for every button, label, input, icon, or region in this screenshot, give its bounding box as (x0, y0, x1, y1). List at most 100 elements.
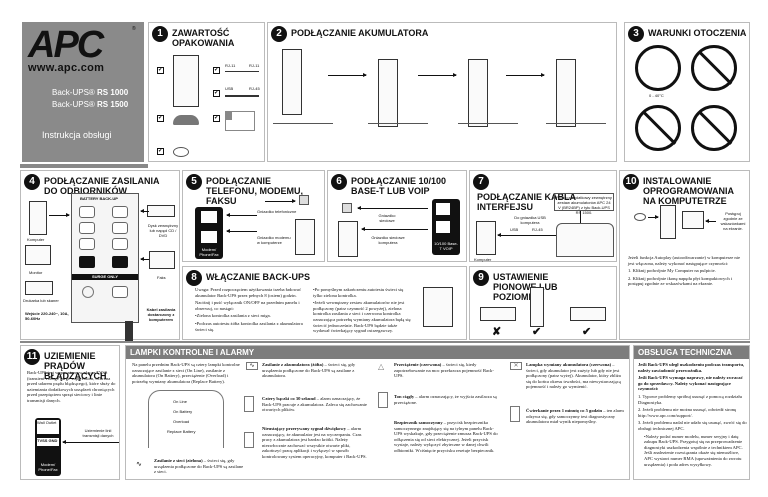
apc-logo: APC (28, 24, 104, 66)
label-power-cable: Kabel zasilania dostarczony z komputerem (146, 307, 176, 322)
battery-wave-icon: ∿ (246, 362, 258, 370)
computer-icon (476, 221, 496, 255)
front-panel-illustration: On Line On Battery Overload Replace Batt… (148, 390, 224, 448)
fax-icon (149, 251, 175, 269)
phone-cable-icon (225, 71, 259, 72)
checkbox-icon: ✓ (213, 115, 220, 122)
ups-front-button-illustration (423, 287, 453, 327)
section-title: UZIEMIENIE PRĄDÓW BŁĄDZĄCYCH (44, 351, 107, 381)
arrow-icon (265, 199, 296, 203)
power-on-instructions: Uwaga: Przed rozpoczęciem użytkowania tr… (195, 287, 305, 334)
monitor-icon (682, 211, 704, 229)
arrow-right-icon (506, 73, 545, 77)
support-header: OBSŁUGA TECHNICZNA (634, 346, 749, 359)
indicator-item: Zasilanie z sieci (zielona) – świeci się… (154, 458, 244, 475)
manual-subtitle: Instrukcja obsługi (42, 130, 112, 140)
cable-label: USB (225, 86, 234, 91)
table-icon (368, 123, 428, 124)
ups-network-panel: 10/100 Base-T VOIP (432, 199, 460, 255)
section-power-on: 8 WŁĄCZANIE BACK-UPS Uwaga: Przed rozpocz… (182, 266, 467, 340)
external-drive-icon (147, 205, 175, 217)
support-text: Jeśli Back-UPS uległ uszkodzeniu podczas… (638, 362, 748, 469)
label-computer: Komputer (474, 257, 492, 262)
label-usb-port: Do gniazdka USB komputera (514, 215, 546, 225)
section-battery-connection: 2 PODŁĄCZANIE AKUMULATORA (267, 22, 617, 162)
label-external-drive: Dysk zewnętrzny lub napęd CD / DVD (147, 223, 179, 238)
replace-battery-icon: ✕ (510, 362, 522, 370)
stand-icon (173, 115, 199, 125)
section-title: USTAWIENIE PIONOWE LUB POZIOME (493, 272, 558, 302)
step-number: 6 (331, 174, 347, 190)
section-title: PODŁĄCZANIE KABLA INTERFEJSU (477, 192, 576, 212)
arrow-icon (705, 219, 716, 223)
indicators-header: LAMPKI KONTROLNE I ALARMY (126, 346, 629, 359)
section-technical-support: OBSŁUGA TECHNICZNA Jeśli Back-UPS uległ … (633, 345, 750, 480)
manual-icon (225, 111, 255, 131)
speaker-icon (378, 392, 388, 408)
label-battery-backup: BATTERY BACK-UP (80, 196, 118, 201)
circuit-breaker-button[interactable] (82, 286, 94, 298)
correct-icon: ✔ (532, 326, 542, 338)
label-modem-jack: Gniazdko modemu w komputerze (257, 235, 291, 245)
no-sunlight-icon (691, 45, 737, 91)
website-url: www.apc.com (28, 62, 105, 74)
label-modem-port: Modem/ Phone/Fax (199, 247, 219, 257)
section-title: WARUNKI OTOCZENIA (648, 28, 747, 38)
divider (20, 341, 750, 343)
checkbox-icon: ✓ (213, 67, 220, 74)
label-input: Wejście 220-240~, 10A, 50-60Hz (25, 311, 69, 321)
step-number: 2 (271, 26, 287, 42)
section-title: PODŁĄCZANIE TELEFONU, MODEMU, FAKSU (206, 176, 303, 206)
section-title: PODŁĄCZANIE AKUMULATORA (291, 28, 429, 38)
label-printer: Drukarka lub skaner (23, 298, 59, 303)
checkbox-icon: ✓ (157, 67, 164, 74)
model-1500: Back-UPS® RS 1500 (52, 100, 129, 109)
cable-label: RJ-11 (249, 63, 260, 68)
usb-cable-icon (225, 95, 259, 97)
speaker-icon (244, 432, 254, 448)
ups-horizontal-icon (480, 307, 516, 321)
speaker-icon (510, 406, 520, 422)
step-number: 4 (24, 174, 40, 190)
led-on-line: On Line (173, 399, 188, 404)
computer-icon (29, 201, 47, 235)
cover-panel: APC ® www.apc.com Back-UPS® RS 1000 Back… (22, 22, 144, 162)
battery-pack-note: Podłącz dodatkowy zewnętrzny zestaw akum… (554, 193, 614, 215)
ups-unit-icon (468, 59, 488, 127)
section-title: WŁĄCZANIE BACK-UPS (206, 272, 310, 282)
speaker-icon (244, 396, 254, 412)
no-moisture-icon (691, 105, 737, 151)
label-usb: USB (510, 227, 519, 232)
correct-icon: ✔ (582, 326, 592, 338)
no-heat-source-icon (635, 105, 681, 151)
arrow-icon (357, 206, 428, 210)
step-number: 11 (24, 349, 40, 365)
label-monitor: Monitor (29, 270, 43, 275)
power-on-results: Po pomyślnym zakończeniu autotestu świec… (313, 287, 413, 336)
tvss-ground-screw[interactable]: TVSS GND (37, 438, 59, 446)
section-title: PODŁĄCZANIE ZASILANIA DO ODBIORNIKÓW (44, 176, 160, 196)
power-cord-icon (125, 321, 133, 341)
arrow-icon (361, 227, 428, 231)
ups-data-panel: Modem/ Phone/Fax (195, 207, 223, 259)
table-icon (546, 123, 606, 124)
printer-icon (25, 281, 53, 295)
step-number: 8 (186, 270, 202, 286)
computer-icon (660, 205, 676, 239)
step-number: 3 (628, 26, 644, 42)
table-icon (458, 123, 518, 124)
led-overload: Overload (173, 419, 190, 424)
section-interface-cable: 7PODŁĄCZANIE KABLA INTERFEJSU Podłącz do… (469, 170, 617, 262)
ups-rear-panel: BATTERY BACK-UP SURGE ONLY (71, 193, 139, 323)
wall-jack-icon (299, 195, 309, 205)
label-surge-only: SURGE ONLY (72, 274, 138, 280)
ups-unit-icon (282, 49, 302, 115)
led-replace-battery: Replace Battery (167, 429, 196, 434)
ups-horizontal-icon (570, 307, 606, 321)
ups-data-ports (556, 223, 614, 257)
section-indicators-alarms: LAMPKI KONTROLNE I ALARMY Na panelu prze… (125, 345, 630, 480)
table-icon (273, 123, 333, 124)
